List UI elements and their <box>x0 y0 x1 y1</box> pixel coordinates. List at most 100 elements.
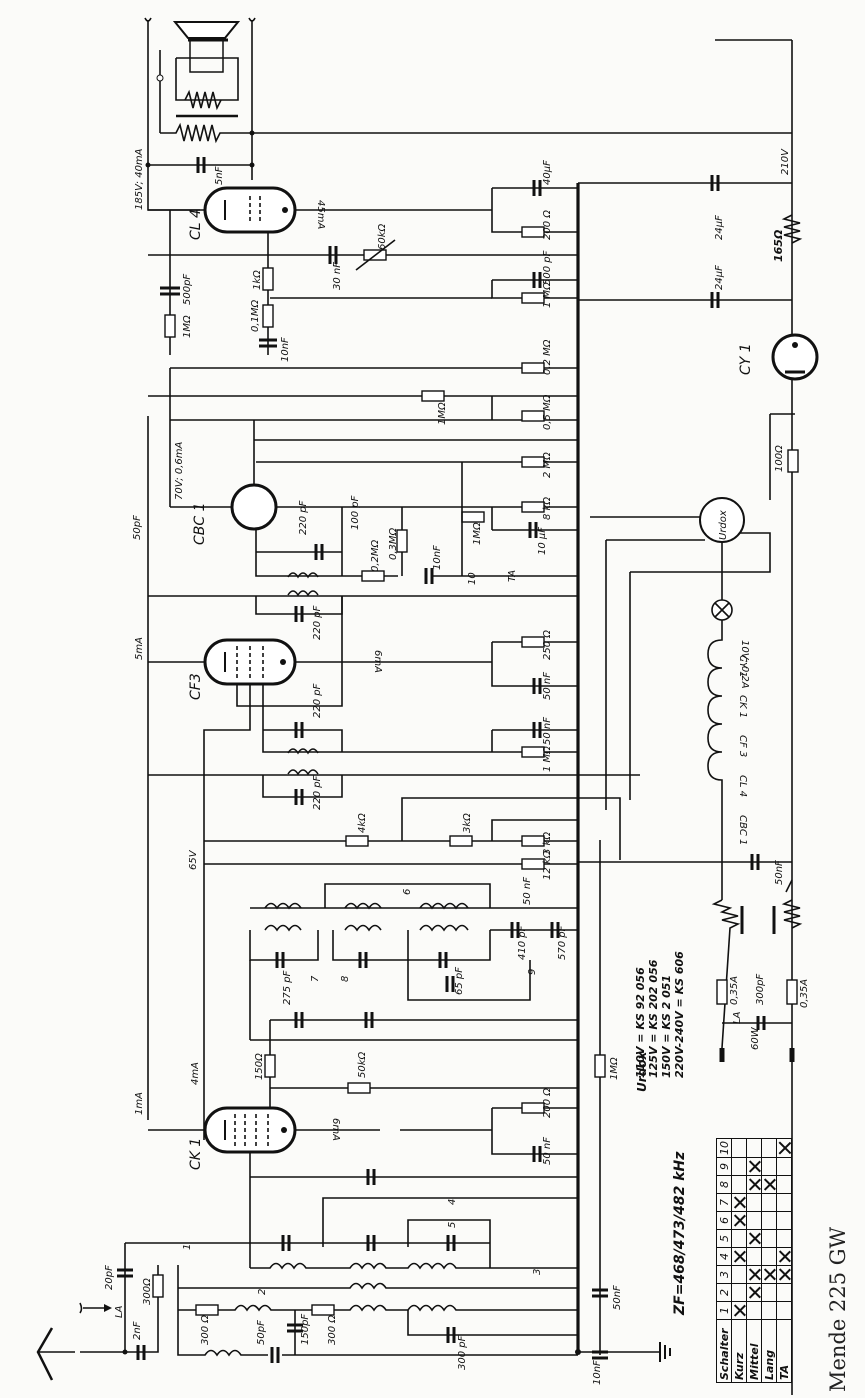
label-cl4-operating-point: 185V; 40mA <box>134 148 145 210</box>
antenna-icon <box>36 1327 75 1381</box>
label-1mohm-screen: 1 MΩ <box>542 746 553 772</box>
ground-icon <box>659 1342 671 1362</box>
switch-cell-on <box>761 1175 777 1194</box>
tube-cbc1 <box>230 483 278 531</box>
label-12kohm: 12 kΩ <box>542 850 553 880</box>
label-2nf: 2nF <box>132 1321 143 1340</box>
label-tube-cbc1: CBC 1 <box>192 502 208 545</box>
switch-cell-off <box>776 1229 792 1248</box>
label-275pf: 275 pF <box>282 970 293 1005</box>
label-1kohm: 1kΩ <box>252 270 263 290</box>
switch-cell-on <box>776 1247 792 1266</box>
label-60kohm: 60kΩ <box>377 223 388 250</box>
label-150ohm: 150Ω <box>254 1053 265 1080</box>
switch-cell-off <box>746 1138 762 1158</box>
switch-column-2: 2 <box>716 1283 732 1302</box>
label-02mohm-det: 0,2MΩ <box>370 539 381 572</box>
label-ta: TA <box>507 570 518 582</box>
switch-cell-on <box>731 1247 747 1266</box>
label-ck1-osc: 1mA <box>134 1092 145 1115</box>
switch-cell-on <box>761 1265 777 1284</box>
switch-row-label: Mittel <box>746 1319 762 1383</box>
switch-cell-off <box>731 1229 747 1248</box>
switch-cell-off <box>761 1157 777 1176</box>
switch-row-label: Kurz <box>731 1319 747 1383</box>
switch-row-lang: Lang <box>761 1138 777 1383</box>
heater-chain-icon <box>707 620 723 900</box>
label-la-antenna: LA <box>114 1305 125 1318</box>
label-4kohm: 4kΩ <box>357 813 368 833</box>
label-500pf-b: 500 pF <box>542 250 553 285</box>
label-ck1-current: 6mA <box>330 1118 341 1141</box>
label-30nf: 30 nF <box>332 262 343 290</box>
label-1mohm-b: 1 MΩ <box>542 282 553 308</box>
urdox-row: 220V-240V = KS 606 <box>673 951 686 1078</box>
if-coil-3 <box>287 572 319 597</box>
label-24uf-b: 24µF <box>714 265 725 290</box>
label-250ohm: 250 Ω <box>542 630 553 660</box>
switch-column-7: 7 <box>716 1193 732 1212</box>
label-60w: 60W <box>750 1026 761 1050</box>
label-50nf-screen: 50 nF <box>542 717 553 745</box>
volume-pot <box>461 511 485 523</box>
label-urdox: Urdox <box>718 510 729 540</box>
pilot-lamp-icon <box>711 599 733 621</box>
label-10nf-mix: 10nF <box>592 1360 603 1385</box>
switch-column-1: 1 <box>716 1301 732 1320</box>
switch-cell-off <box>761 1211 777 1230</box>
switch-column-9: 9 <box>716 1157 732 1176</box>
switch-cell-off <box>746 1247 762 1266</box>
label-heater-ck1: CK 1 <box>737 695 748 718</box>
label-220pf-if3: 220 pF <box>312 775 323 810</box>
label-cbc1-operating-point: 70V; 0,6mA <box>174 442 185 500</box>
speaker-icon <box>172 21 241 111</box>
label-100pf: 100 pF <box>350 495 361 530</box>
label-3kohm: 3kΩ <box>462 813 473 833</box>
switch-cell-on <box>776 1138 792 1158</box>
label-cf3-current: 6mA <box>372 650 383 673</box>
switch-row-label: Lang <box>761 1319 777 1383</box>
switch-cell-off <box>776 1301 792 1320</box>
switch-row-kurz: Kurz <box>731 1138 747 1383</box>
label-ck1-screen: 4mA <box>190 1062 201 1085</box>
label-50nf-mix: 50nF <box>612 1285 623 1310</box>
label-switch-5: 5 <box>447 1222 458 1228</box>
label-switch-6: 6 <box>402 889 413 895</box>
label-heater-cf3: CF 3 <box>737 735 748 757</box>
label-500pf: 500pF <box>182 274 193 305</box>
switch-column-10: 10 <box>716 1138 732 1158</box>
switch-cell-off <box>761 1193 777 1212</box>
resistor-165 <box>781 214 803 244</box>
switch-cell-off <box>776 1193 792 1212</box>
label-300pf-mains: 300pF <box>755 974 766 1005</box>
label-03mohm: 0,3MΩ <box>388 527 399 560</box>
label-1mohm-fb: 1MΩ <box>182 315 193 338</box>
label-200ohm-ck1: 200 Ω <box>542 1088 553 1118</box>
label-210v: 210V <box>780 148 791 175</box>
label-tube-cl4: CL 4 <box>188 209 204 240</box>
label-300ohm: 300Ω <box>142 1278 153 1305</box>
switch-cell-off <box>731 1138 747 1158</box>
label-8kohm: 8 kΩ <box>542 497 553 520</box>
label-05mohm: 0,5 MΩ <box>542 394 553 430</box>
label-switch-9: 9 <box>527 969 538 975</box>
antenna-socket-icon <box>79 1302 112 1314</box>
label-50pf-ant: 50pF <box>256 1320 267 1345</box>
capacitor-5nf <box>196 157 206 173</box>
label-65pf: 65 pF <box>454 967 465 995</box>
switch-cell-off <box>761 1301 777 1320</box>
switch-row-label: TA <box>776 1319 792 1383</box>
switch-cell-off <box>776 1175 792 1194</box>
label-300ohm-a: 300 Ω <box>200 1315 211 1345</box>
switch-cell-off <box>776 1157 792 1176</box>
switch-column-3: 3 <box>716 1265 732 1284</box>
label-switch-8: 8 <box>340 976 351 982</box>
switch-cell-on <box>731 1211 747 1230</box>
urdox-heading: Urdox <box>635 1051 649 1092</box>
label-100ohm: 100Ω <box>774 445 785 472</box>
switch-row-ta: TA <box>776 1138 792 1383</box>
diagram-title: Mende 225 GW <box>826 1226 850 1392</box>
